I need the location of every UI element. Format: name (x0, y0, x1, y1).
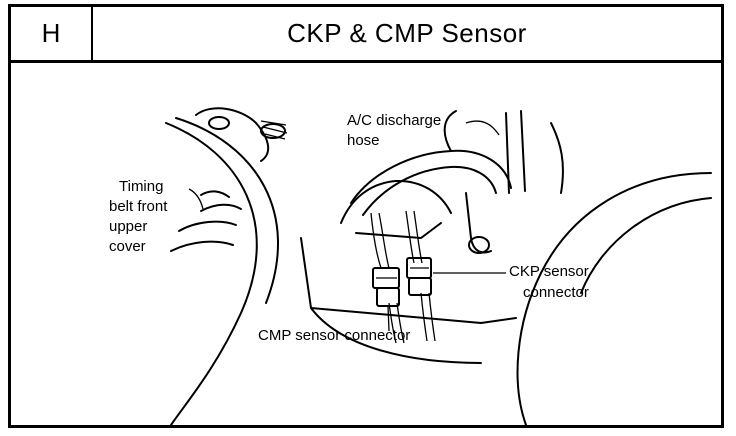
label-ckp-2: connector (523, 284, 589, 301)
ac-hose-lower (362, 165, 497, 216)
diagram-frame: H CKP & CMP Sensor (8, 4, 724, 428)
pulley-outline (195, 107, 270, 162)
engine-illustration: A/C discharge hose Timing belt front upp… (11, 63, 721, 428)
harness-wire-3 (405, 210, 415, 264)
harness-wire-4 (413, 210, 423, 264)
right-pipe (505, 110, 526, 194)
lower-panel (310, 307, 482, 364)
fitting-pipe (465, 192, 492, 254)
engine-body-outline (165, 122, 258, 426)
label-timing-1: Timing (119, 178, 163, 195)
cover-rib-3 (178, 220, 237, 232)
label-timing-2: belt front (109, 198, 168, 215)
engine-body-inner (175, 117, 280, 304)
cmp-connector-shape (372, 267, 400, 307)
cover-rib-1 (200, 190, 230, 198)
label-cmp: CMP sensor connector (258, 327, 410, 344)
right-body-outline (516, 172, 712, 426)
pulley-bolt-1 (208, 116, 230, 130)
label-ac-hose-2: hose (347, 132, 380, 149)
bracket-box (355, 222, 442, 239)
label-ac-hose-1: A/C discharge (347, 112, 441, 129)
leader-cmp (387, 305, 390, 332)
header-bar: H CKP & CMP Sensor (11, 7, 721, 63)
section-code: H (11, 7, 93, 60)
label-ckp-1: CKP sensor (509, 263, 589, 280)
fitting-nut (468, 236, 490, 254)
harness-wire-8 (428, 292, 436, 342)
pulley-bolt-2 (260, 123, 286, 139)
floor-line (300, 237, 517, 324)
right-body-inner (580, 197, 712, 294)
cover-rib-2 (200, 203, 242, 212)
harness-wire-1 (370, 212, 382, 269)
cover-rib-4 (170, 240, 234, 252)
leader-timing (188, 188, 204, 210)
far-right-pipe (550, 122, 564, 194)
harness-wire-7 (420, 292, 428, 342)
label-timing-3: upper (109, 218, 147, 235)
leader-ac-hose (465, 120, 500, 136)
harness-wire-2 (378, 212, 390, 269)
bracket-left (340, 179, 452, 224)
ac-hose-bend (443, 110, 457, 152)
ckp-connector-shape (406, 257, 432, 296)
page-title: CKP & CMP Sensor (287, 18, 527, 48)
label-timing-4: cover (109, 238, 146, 255)
illustration-svg: A/C discharge hose Timing belt front upp… (109, 107, 712, 426)
